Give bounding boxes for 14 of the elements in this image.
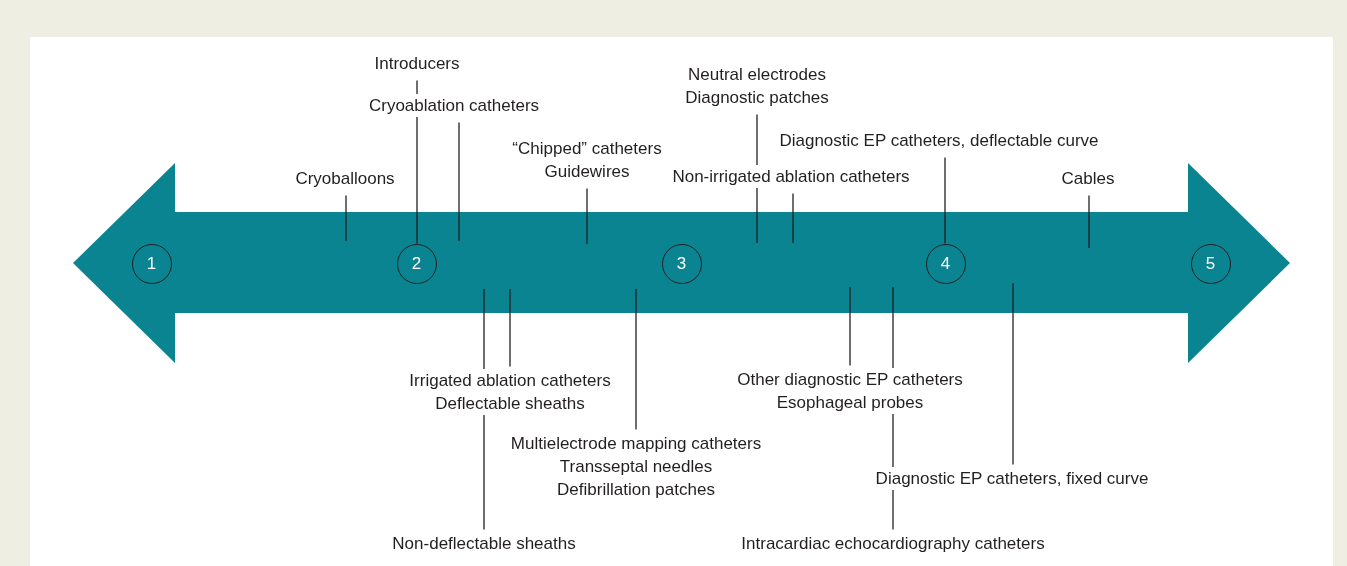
leader-line <box>509 288 511 368</box>
leader-line <box>635 288 637 431</box>
leader-line <box>792 192 794 244</box>
leader-line <box>892 286 894 531</box>
leader-line <box>483 288 485 531</box>
leader-line <box>1088 194 1090 249</box>
leader-line <box>1012 282 1014 466</box>
leader-line <box>756 113 758 244</box>
leader-line <box>345 194 347 242</box>
leader-line <box>849 286 851 367</box>
leader-line <box>586 187 588 245</box>
leader-line <box>416 79 418 245</box>
leader-line <box>458 121 460 242</box>
leader-line <box>944 156 946 245</box>
